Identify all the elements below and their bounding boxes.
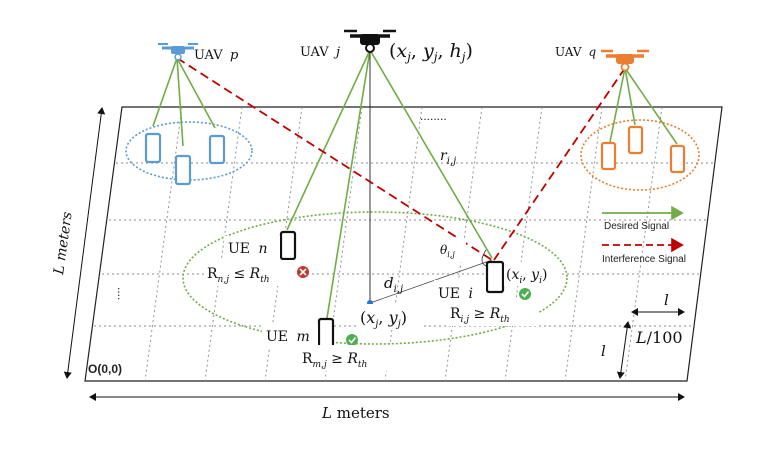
- axis-left-arrow: [63, 107, 106, 379]
- fail-badge-icon: [297, 266, 309, 278]
- cell-height-arrow: [616, 321, 632, 379]
- d-ij-label: di,j: [384, 274, 403, 295]
- ue-i-label: UE i: [438, 286, 473, 302]
- cell-width-label: l: [664, 291, 669, 309]
- interference-links: [176, 57, 626, 261]
- axis-left-label: L meters: [51, 211, 76, 277]
- uav-p-label: UAV p: [194, 47, 239, 63]
- ue-m-condition: Rm,j ≥ Rth: [302, 351, 367, 370]
- legend-interference-label: Interference Signal: [602, 254, 686, 265]
- legend: Desired Signal Interference Signal: [602, 205, 686, 265]
- r-ij-label: ri,j: [440, 148, 456, 167]
- ok-badge-icon-m: [346, 334, 358, 346]
- ue-m-label: UE m: [266, 329, 310, 345]
- svg-text:........: ........: [420, 109, 447, 123]
- uav-q-label: UAV q: [555, 45, 596, 59]
- theta-ij-label: θi,j: [440, 243, 455, 259]
- cluster-j: [182, 211, 568, 345]
- drone-q-icon: [601, 49, 649, 72]
- ue-n-label: UE n: [228, 241, 268, 257]
- desired-links: [152, 49, 678, 319]
- cluster-q: [580, 119, 700, 191]
- ground-point-label: (xj, yj): [360, 308, 407, 330]
- drone-p-icon: [158, 43, 198, 61]
- ue-n-condition: Rn,j ≤ Rth: [207, 266, 270, 285]
- cell-ratio-label: L/100: [635, 328, 683, 347]
- ue-phones-cluster-q: [600, 125, 686, 174]
- drone-j-icon: [344, 29, 396, 53]
- ue-i-coords: (xi, yi): [506, 267, 547, 286]
- uav-j-coords: (xj, yj, hj): [389, 40, 473, 64]
- ue-phones-cluster-j: [279, 230, 505, 349]
- uav-j-label: UAV j: [300, 44, 340, 60]
- origin-label: O(0,0): [88, 362, 122, 376]
- axis-bottom-label: L meters: [321, 404, 390, 422]
- ground-plane: ........ ....: [84, 106, 723, 382]
- distance-line-dij: [369, 259, 493, 304]
- ok-badge-icon-i: [519, 288, 531, 300]
- legend-desired-label: Desired Signal: [604, 221, 669, 232]
- ue-phones-cluster-p: [144, 132, 226, 186]
- ue-i-condition: Ri,j ≥ Rth: [450, 306, 510, 325]
- theta-arc: [481, 249, 487, 267]
- cell-height-label: l: [601, 342, 606, 360]
- svg-text:....: ....: [115, 287, 129, 300]
- cluster-p: [125, 121, 253, 181]
